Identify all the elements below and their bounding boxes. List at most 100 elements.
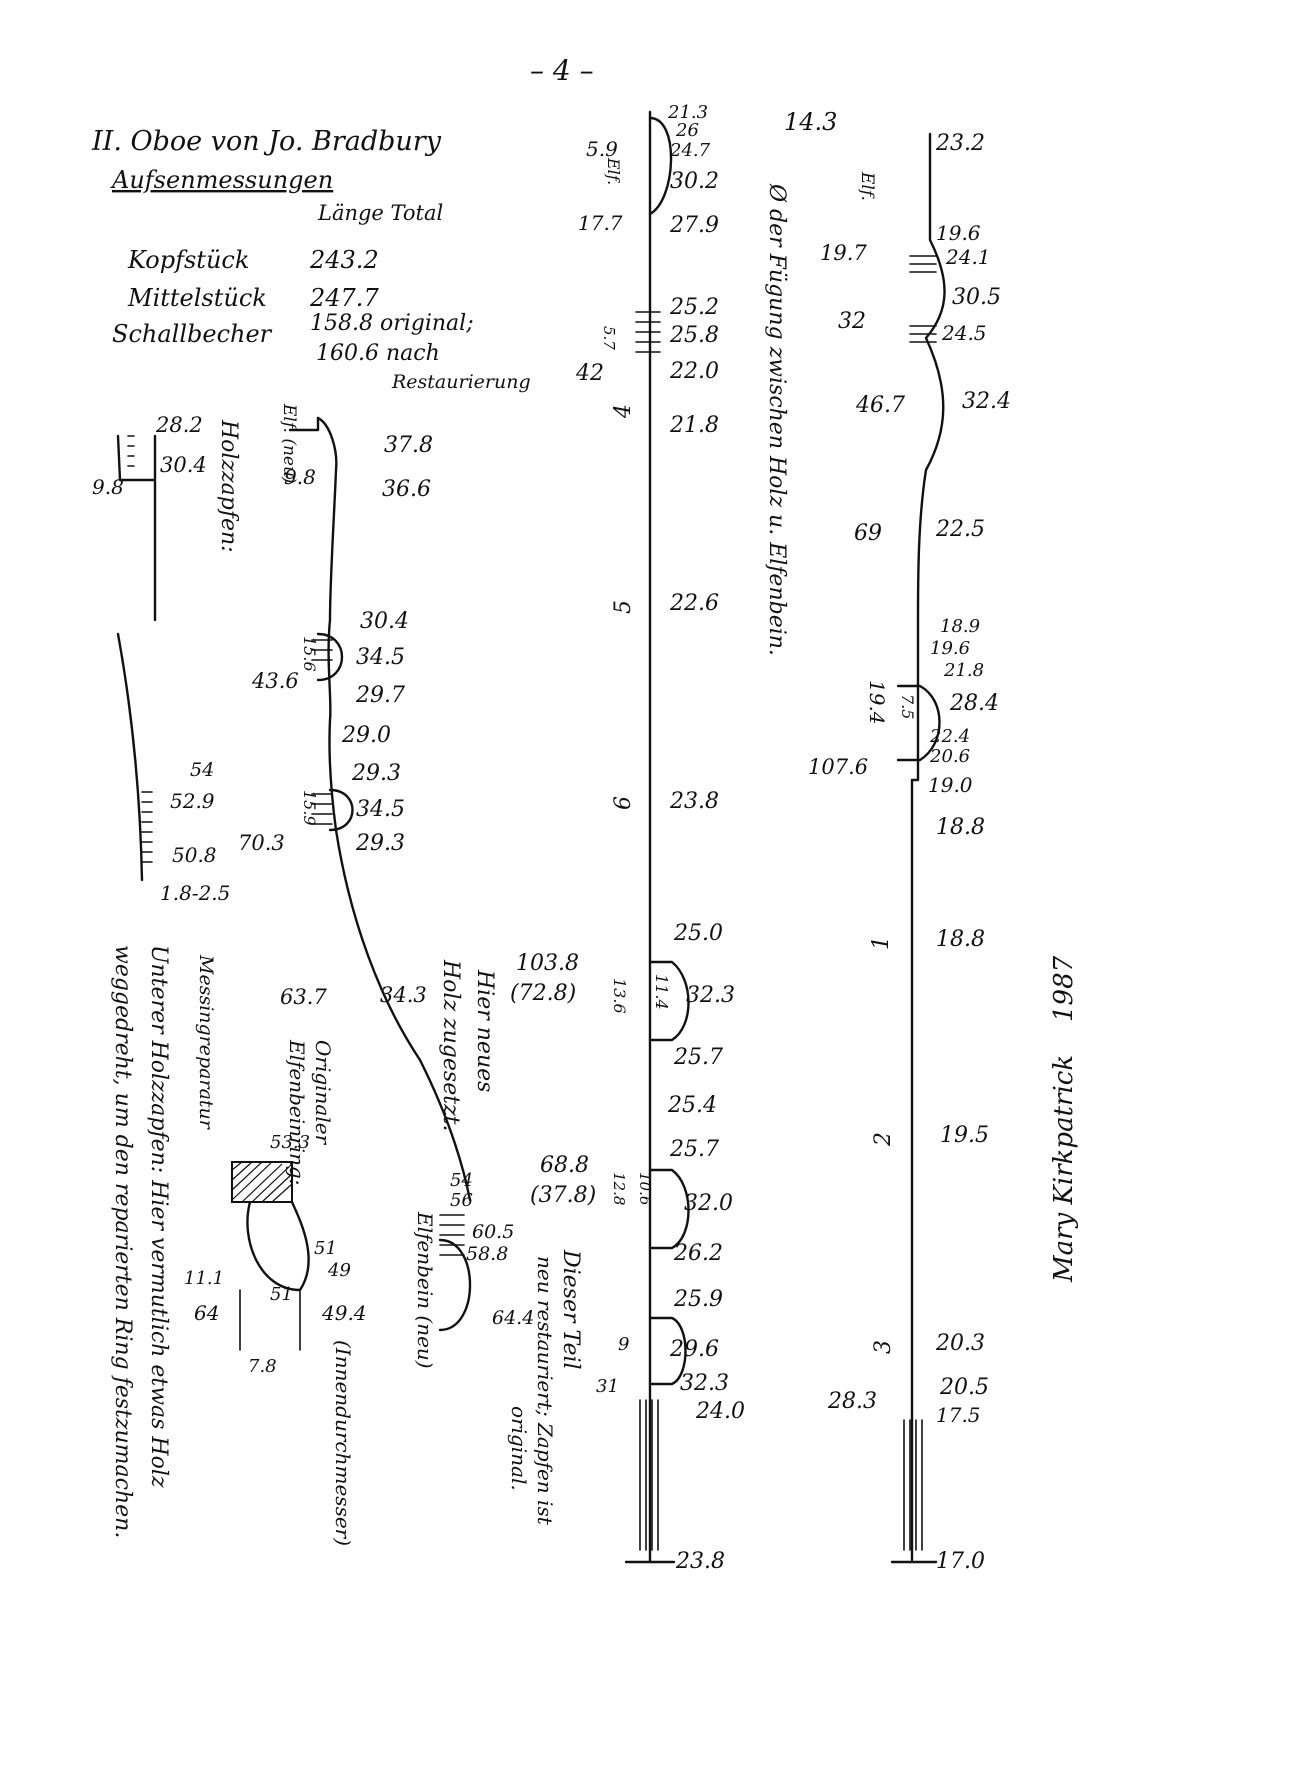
bell-main-label-12: 70.3 [238, 831, 285, 855]
row-part-1: Mittelstück [127, 284, 267, 312]
length-header: Länge Total [317, 201, 443, 225]
middle-label-29: 12.8 [610, 1172, 628, 1205]
middle-label-17: 23.8 [669, 789, 719, 814]
note-messing: Messingreparatur [195, 954, 217, 1131]
top-label-26: 19.5 [940, 1123, 989, 1148]
top-label-32: 17.0 [936, 1549, 985, 1574]
bell-main-label-0: 37.8 [384, 433, 433, 458]
note-elf-neu: Elf. (neu) [279, 403, 299, 484]
middle-label-7: 25.2 [669, 295, 719, 320]
bell-main-label-19: 11.1 [184, 1268, 224, 1289]
middle-label-11: 22.0 [669, 359, 719, 384]
top-label-11: 22.5 [935, 517, 985, 542]
bell-label-3: 54 [190, 759, 214, 781]
row-part-2: Schallbecher [112, 320, 273, 348]
middle-label-22: 11.4 [652, 974, 671, 1010]
bell-main-label-21: 64 [194, 1301, 219, 1325]
top-label-4: 24.1 [945, 245, 991, 269]
bell-main-section: 37.8 9.8 36.6 30.4 34.5 15.6 43.6 29.7 2… [184, 403, 534, 1546]
top-label-22: 18.8 [936, 815, 985, 840]
middle-label-28: (37.8) [530, 1183, 596, 1208]
note-neu-restauriert: neu restauriert; Zapfen ist [533, 1256, 557, 1526]
middle-label-27: 68.8 [540, 1153, 589, 1178]
middle-label-15: 22.6 [669, 591, 719, 616]
top-label-30: 28.3 [827, 1389, 877, 1414]
top-label-12: 18.9 [940, 616, 980, 637]
row-length-4: Restaurierung [391, 371, 531, 393]
middle-label-31: 32.0 [684, 1191, 733, 1216]
note-originaler: Originaler [311, 1040, 335, 1146]
middle-label-12: 4 [611, 404, 636, 419]
bell-main-label-5: 15.6 [300, 636, 319, 672]
bell-main-label-4: 34.5 [356, 645, 405, 670]
middle-label-6: 27.9 [669, 213, 719, 238]
bell-label-5: 50.8 [172, 843, 217, 867]
bell-main-label-11: 15.9 [300, 790, 319, 826]
bell-main-label-14: 63.7 [280, 985, 327, 1009]
top-label-10: 69 [854, 521, 882, 546]
row-length-0: 243.2 [309, 246, 379, 274]
middle-label-10: 42 [575, 361, 604, 386]
middle-label-26: 25.7 [669, 1137, 719, 1162]
middle-label-14: 5 [611, 600, 636, 614]
bell-main-label-15: 34.3 [380, 983, 427, 1007]
middle-note-elf: Elf. [604, 157, 623, 185]
repair-hatch [231, 1161, 310, 1351]
middle-label-2: 5.9 [586, 137, 618, 161]
middle-label-35: 29.6 [669, 1337, 719, 1362]
signature-year: 1987 [1049, 955, 1079, 1022]
middle-label-19: 103.8 [516, 951, 579, 976]
middle-label-32: 26.2 [673, 1241, 723, 1266]
bell-section: 28.2 30.4 9.8 54 52.9 50.8 1.8-2.5 Holzz… [92, 413, 241, 1538]
bell-main-label-18: 49 [327, 1260, 351, 1281]
middle-label-38: 24.0 [695, 1399, 745, 1424]
top-label-0: 14.3 [784, 108, 837, 136]
middle-label-1: 26 [675, 120, 699, 141]
middle-label-39: 23.8 [675, 1549, 725, 1574]
middle-label-20: (72.8) [510, 981, 576, 1006]
bell-label-1: 30.4 [160, 453, 207, 477]
middle-label-36: 31 [596, 1376, 619, 1397]
row-length-1: 247.7 [309, 284, 379, 312]
row-length-3: 160.6 nach [316, 341, 440, 366]
middle-label-13: 21.8 [669, 413, 719, 438]
middle-section: 21.3 26 5.9 24.7 30.2 17.7 27.9 25.2 25.… [507, 102, 745, 1574]
middle-label-16: 6 [611, 796, 636, 810]
middle-label-33: 25.9 [673, 1287, 723, 1312]
middle-label-5: 17.7 [578, 211, 623, 235]
top-label-17: 28.4 [949, 691, 999, 716]
middle-label-24: 25.7 [673, 1045, 723, 1070]
top-label-3: 19.7 [820, 241, 867, 265]
bell-main-label-26: 60.5 [472, 1221, 514, 1243]
top-label-24: 18.8 [936, 927, 985, 952]
middle-label-18: 25.0 [673, 921, 723, 946]
bell-label-0: 28.2 [155, 413, 203, 437]
bell-main-label-23: 7.8 [248, 1356, 277, 1377]
bell-main-label-9: 29.3 [351, 761, 401, 786]
top-label-19: 20.6 [929, 746, 970, 767]
top-label-25: 2 [871, 1132, 896, 1147]
middle-label-4: 30.2 [670, 169, 719, 194]
bell-main-label-20: 51 [270, 1284, 293, 1305]
top-label-7: 24.5 [941, 321, 987, 345]
bell-main-label-2: 36.6 [382, 477, 431, 502]
top-section: 14.3 23.2 19.6 19.7 24.1 30.5 32 24.5 46… [784, 108, 1011, 1574]
top-label-29: 20.5 [939, 1375, 989, 1400]
top-label-5: 30.5 [952, 285, 1001, 310]
top-label-8: 46.7 [855, 393, 905, 418]
note-holzzapfen: Holzzapfen: [216, 419, 241, 553]
note-holz-zugesetzt: Holz zugesetzt. [438, 959, 463, 1132]
note-elfenbein-neu: Elfenbein (neu) [413, 1211, 437, 1369]
bell-main-label-22: 49.4 [321, 1301, 367, 1325]
top-label-1: 23.2 [935, 131, 985, 156]
middle-label-0: 21.3 [667, 102, 708, 123]
note-dieser-teil: Dieser Teil [558, 1249, 583, 1370]
note-unterer2: weggedreht, um den reparierten Ring fest… [110, 945, 135, 1538]
page-number: – 4 – [530, 54, 594, 87]
top-label-18: 22.4 [929, 726, 970, 747]
bell-main-label-28: 64.4 [492, 1307, 534, 1329]
bell-label-6: 1.8-2.5 [160, 881, 230, 905]
top-label-9: 32.4 [962, 389, 1011, 414]
row-part-0: Kopfstück [127, 246, 249, 274]
top-label-2: 19.6 [936, 221, 981, 245]
